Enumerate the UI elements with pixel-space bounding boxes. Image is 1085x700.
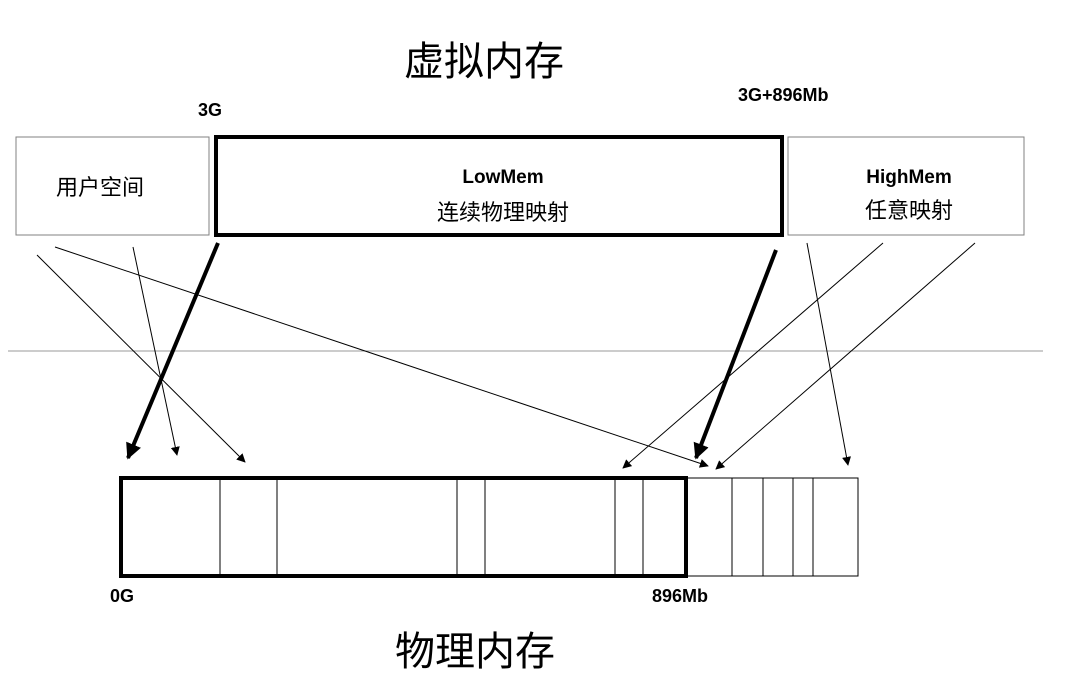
highmem-box bbox=[787, 136, 1025, 236]
lowmem-subtitle: 连续物理映射 bbox=[437, 201, 569, 226]
highmem-physical-region bbox=[685, 477, 859, 577]
label-3g-plus-896mb: 3G+896Mb bbox=[738, 85, 829, 105]
highmem-arrow bbox=[715, 242, 976, 470]
label-896mb: 896Mb bbox=[652, 586, 708, 606]
lowmem-title: LowMem bbox=[462, 167, 543, 188]
user-space-label: 用户空间 bbox=[56, 176, 144, 201]
lowmem-physical-region bbox=[119, 476, 688, 578]
highmem-title: HighMem bbox=[866, 167, 952, 188]
label-0g: 0G bbox=[110, 586, 134, 606]
user-space-arrow bbox=[132, 246, 180, 456]
physical-memory-title: 物理内存 bbox=[395, 629, 555, 675]
virtual-memory-title: 虚拟内存 bbox=[404, 39, 564, 85]
lowmem-box bbox=[214, 135, 784, 237]
user-space-arrow bbox=[54, 246, 709, 468]
highmem-arrow bbox=[622, 242, 884, 469]
highmem-subtitle: 任意映射 bbox=[865, 199, 953, 224]
label-3g: 3G bbox=[198, 100, 222, 120]
highmem-arrow bbox=[806, 242, 851, 466]
user-space-box bbox=[15, 136, 210, 236]
user-space-arrow bbox=[36, 254, 246, 463]
lowmem-start-arrow bbox=[126, 242, 220, 460]
lowmem-end-arrow bbox=[693, 249, 778, 460]
